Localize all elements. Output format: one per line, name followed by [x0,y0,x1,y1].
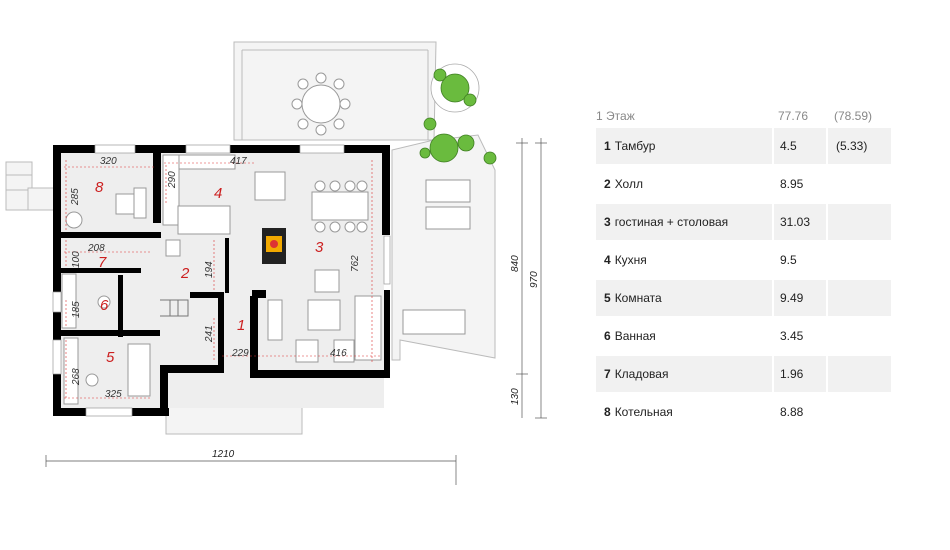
room-area: 4.5 [772,128,826,164]
floor-plan: 8 4 7 3 2 6 1 5 320 285 417 290 208 100 … [5,41,547,485]
room-area-alt [826,280,891,316]
dim-r1-height: 241 [204,325,215,343]
floor-label: 1 Этаж [596,109,772,123]
room-number: 8 [604,405,611,419]
overall-width: 1210 [212,449,235,460]
room-number: 4 [604,253,611,267]
room-number: 7 [604,367,611,381]
room-name: Ванная [614,329,656,343]
overall-depth-main: 840 [510,255,521,272]
room-number-7: 7 [98,254,107,271]
room-number-2: 2 [180,265,190,282]
room-area: 31.03 [772,204,826,240]
dim-r5-width: 325 [105,389,122,400]
kitchen-furniture [162,154,286,235]
dim-r3-height: 762 [350,255,361,272]
room-dimensions: 320 285 417 290 208 100 194 762 185 241 … [70,156,361,400]
room-area-alt [826,318,891,354]
room-number: 2 [604,177,611,191]
dim-r7-height: 100 [71,251,82,268]
room-area-alt [826,394,891,430]
sun-loungers [402,179,471,335]
dim-r8-width: 320 [100,156,117,167]
room-number-1: 1 [237,317,245,334]
room-area: 8.95 [772,166,826,202]
room-area: 9.5 [772,242,826,278]
room-name: Кухня [614,253,647,267]
room-name: гостиная + столовая [614,215,729,229]
room-area: 3.45 [772,318,826,354]
room-number-6: 6 [100,297,109,314]
bath-fixtures [61,239,181,405]
room-area-alt [826,204,891,240]
dining-table [311,180,369,233]
living-furniture [267,269,382,363]
room-numbers: 8 4 7 3 2 6 1 5 [95,179,324,366]
dim-r8-height: 285 [70,188,81,206]
overall-depth-porch: 130 [510,388,521,405]
overall-depth-total: 970 [529,271,540,288]
room-number: 1 [604,139,611,153]
floor-name: Этаж [606,109,635,123]
room-number-5: 5 [106,349,115,366]
room-name: Комната [614,291,662,305]
room-number-3: 3 [315,239,324,256]
room-number: 5 [604,291,611,305]
room-area-alt [826,356,891,392]
table-header-row: 1 Этаж 77.76 (78.59) [596,106,891,126]
fireplace-icon [262,228,286,264]
dim-r4-height: 290 [167,171,178,189]
room-area: 8.88 [772,394,826,430]
terrace-table [291,72,351,136]
dim-r3-width: 416 [330,348,347,359]
floor-area: 77.76 [778,109,809,123]
room-area-alt [826,242,891,278]
room-number-8: 8 [95,179,104,196]
dim-r2-height: 194 [204,261,215,278]
room-number: 6 [604,329,611,343]
room-area: 9.49 [772,280,826,316]
windows [52,144,391,417]
room-name: Кладовая [614,367,669,381]
overall-dimension-lines [45,138,547,485]
dimension-lines [64,160,380,399]
room-area: 1.96 [772,356,826,392]
room-area-alt: (5.33) [826,128,891,164]
dim-r5-height: 268 [71,368,82,386]
room-name: Тамбур [614,139,656,153]
dim-r4-width: 417 [230,156,247,167]
floor-area-alt: (78.59) [834,109,873,123]
boiler-equipment [65,187,147,229]
floor-number: 1 [596,109,603,123]
stairs [160,299,189,317]
room-name: Холл [614,177,643,191]
room-number-4: 4 [214,185,222,202]
dim-r7-width: 208 [87,243,105,254]
room-number: 3 [604,215,611,229]
dim-r6-height: 185 [71,301,82,318]
overall-dimensions: 1210 840 970 130 [212,255,540,460]
room-area-alt [826,166,891,202]
room-name: Котельная [614,405,673,419]
dim-r1-width: 229 [231,348,249,359]
